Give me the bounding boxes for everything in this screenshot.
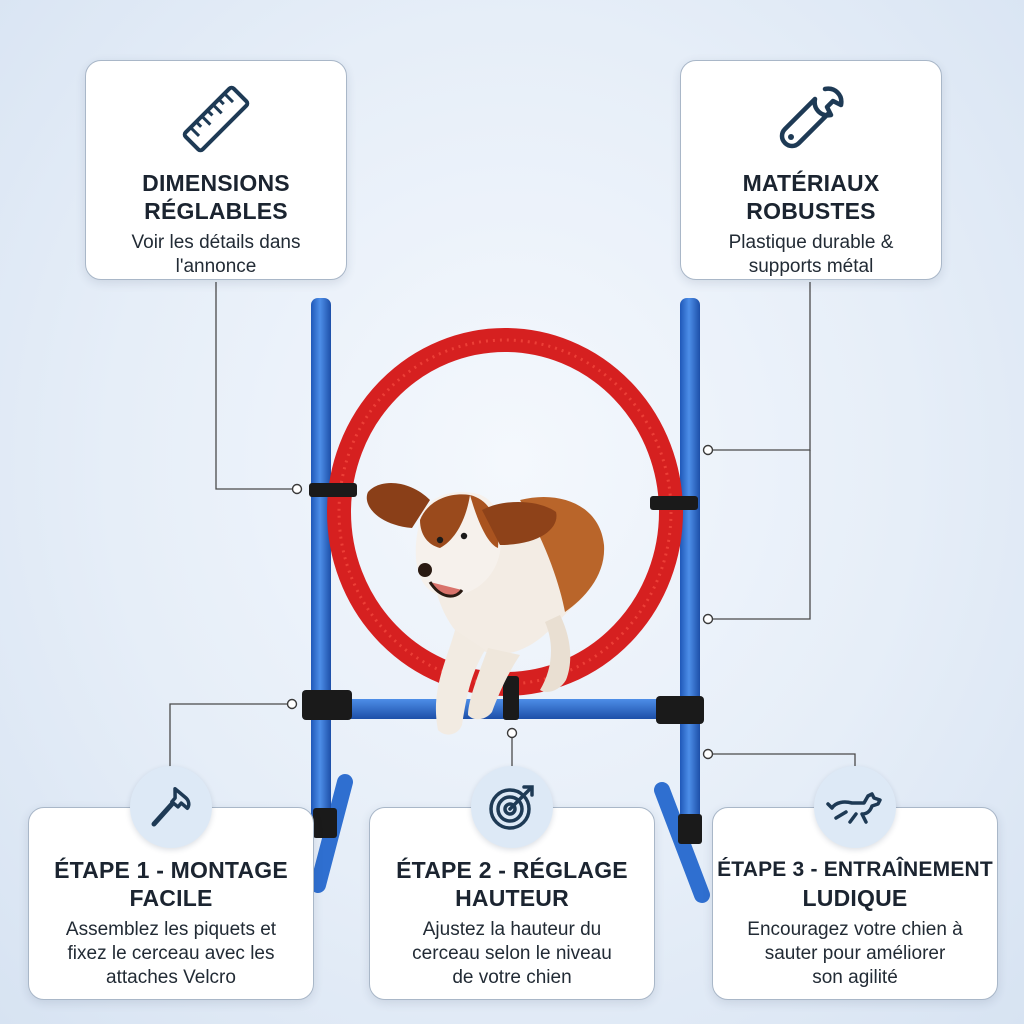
connector-dots — [286, 444, 714, 760]
step-desc: Ajustez la hauteur du cerceau selon le n… — [412, 919, 612, 988]
step-desc: Assemblez les piquets et fixez le cercea… — [65, 919, 277, 988]
step-2-badge — [471, 766, 553, 848]
velcro-straps — [302, 483, 704, 844]
feature-title-line2: ROBUSTES — [746, 198, 876, 224]
ruler-icon — [182, 85, 250, 153]
right-pole — [680, 298, 700, 838]
step-title-line2: FACILE — [129, 885, 213, 911]
hammer-icon — [151, 786, 191, 827]
feature-title-line1: MATÉRIAUX — [742, 170, 880, 196]
wrench-icon — [779, 86, 844, 149]
feature-desc: Plastique durable & supports métal — [728, 232, 894, 277]
step-title-line1: ÉTAPE 3 - ENTRAÎNEMENT — [717, 858, 993, 881]
step-title-line2: HAUTEUR — [455, 885, 569, 911]
left-pole — [311, 298, 331, 838]
feature-title-line1: DIMENSIONS — [142, 170, 290, 196]
step-1-badge — [130, 766, 212, 848]
running-dog-icon — [826, 792, 882, 824]
step-title-line1: ÉTAPE 2 - RÉGLAGE — [396, 857, 628, 883]
jumping-dog — [366, 482, 605, 735]
step-desc: Encouragez votre chien à sauter pour amé… — [747, 919, 963, 988]
feature-title-line2: RÉGLABLES — [144, 198, 288, 224]
feature-card-adjustable: DIMENSIONS RÉGLABLES Voir les détails da… — [85, 60, 347, 280]
step-3-badge — [814, 766, 896, 848]
feature-card-robust: MATÉRIAUX ROBUSTES Plastique durable & s… — [680, 60, 942, 280]
step-title-line1: ÉTAPE 1 - MONTAGE — [54, 857, 288, 883]
feature-desc: Voir les détails dans l'annonce — [131, 232, 301, 277]
step-title-line2: LUDIQUE — [802, 885, 908, 911]
target-icon — [489, 785, 534, 830]
